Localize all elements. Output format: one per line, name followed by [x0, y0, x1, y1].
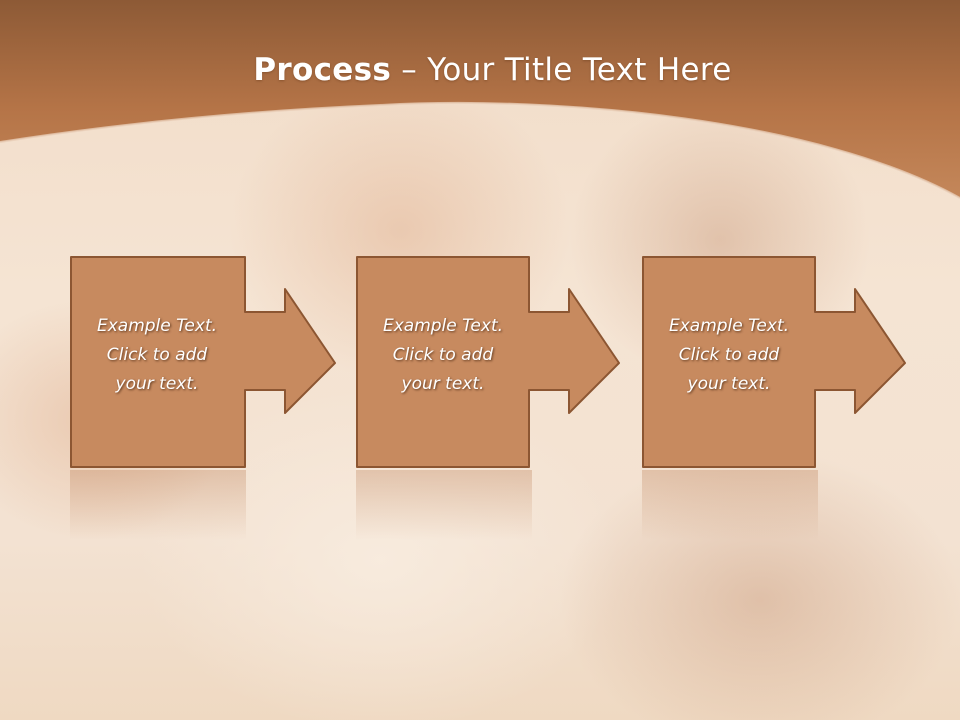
step-text-line: Example Text. [382, 316, 504, 336]
title-bold: Process [253, 52, 392, 88]
step-reflection [642, 470, 818, 540]
arrow-box-shape [356, 256, 620, 468]
process-step-1[interactable]: Example Text. Click to add your text. [70, 256, 336, 468]
step-reflection [70, 470, 246, 540]
slide-title[interactable]: Process – Your Title Text Here [0, 52, 960, 88]
step-text-line: Click to add [392, 345, 494, 365]
step-text-line: your text. [687, 374, 771, 394]
process-step-3[interactable]: Example Text. Click to add your text. [642, 256, 906, 468]
step-text-line: Example Text. [668, 316, 790, 336]
step-text-line: Click to add [106, 345, 208, 365]
header-band [0, 0, 960, 199]
step-text-line: Example Text. [96, 316, 218, 336]
step-text-line: your text. [115, 374, 199, 394]
arrow-box-shape [70, 256, 336, 468]
step-text[interactable]: Example Text. Click to add your text. [360, 312, 526, 399]
title-rest: – Your Title Text Here [391, 52, 732, 88]
process-step-2[interactable]: Example Text. Click to add your text. [356, 256, 620, 468]
arrow-box-shape [642, 256, 906, 468]
step-reflection [356, 470, 532, 540]
step-text[interactable]: Example Text. Click to add your text. [74, 312, 240, 399]
step-text-line: your text. [401, 374, 485, 394]
step-text-line: Click to add [678, 345, 780, 365]
step-text[interactable]: Example Text. Click to add your text. [646, 312, 812, 399]
